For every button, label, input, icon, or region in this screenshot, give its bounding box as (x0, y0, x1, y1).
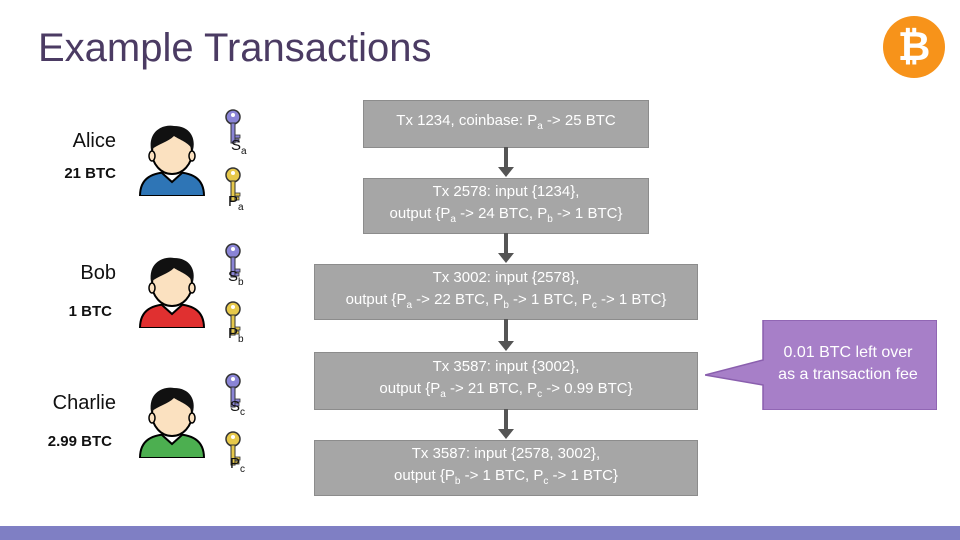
person-balance-alice: 21 BTC (0, 165, 116, 182)
person-name-alice: Alice (0, 130, 116, 153)
tx-box-3587-b: Tx 3587: input {2578, 3002}, output {Pb … (314, 440, 698, 496)
private-key-bob-label: Sb (228, 268, 244, 288)
tx-box-2578: Tx 2578: input {1234}, output {Pa -> 24 … (363, 178, 649, 234)
avatar-bob-icon (134, 252, 210, 328)
tx-box-3002: Tx 3002: input {2578}, output {Pa -> 22 … (314, 264, 698, 320)
fee-callout-text: 0.01 BTC left over as a transaction fee (762, 342, 934, 386)
person-name-bob: Bob (0, 262, 116, 285)
private-key-charlie-label: Sc (230, 398, 245, 418)
tx-box-1234: Tx 1234, coinbase: Pa -> 25 BTC (363, 100, 649, 148)
flow-arrow (501, 233, 511, 263)
flow-arrow (501, 319, 511, 351)
avatar-alice-icon (134, 120, 210, 196)
private-key-alice-label: Sa (231, 137, 247, 157)
public-key-alice-label: Pa (228, 193, 244, 213)
person-name-charlie: Charlie (0, 392, 116, 415)
tx-box-3587-a: Tx 3587: input {3002}, output {Pa -> 21 … (314, 352, 698, 410)
flow-arrow (501, 409, 511, 439)
public-key-charlie-label: Pc (230, 455, 245, 475)
person-balance-charlie: 2.99 BTC (0, 433, 112, 450)
bottom-bar (0, 526, 960, 540)
bitcoin-logo-icon: ₿ (883, 16, 945, 78)
avatar-charlie-icon (134, 382, 210, 458)
public-key-bob-label: Pb (228, 325, 244, 345)
page-title: Example Transactions (38, 26, 432, 71)
flow-arrow (501, 147, 511, 177)
person-balance-bob: 1 BTC (0, 303, 112, 320)
